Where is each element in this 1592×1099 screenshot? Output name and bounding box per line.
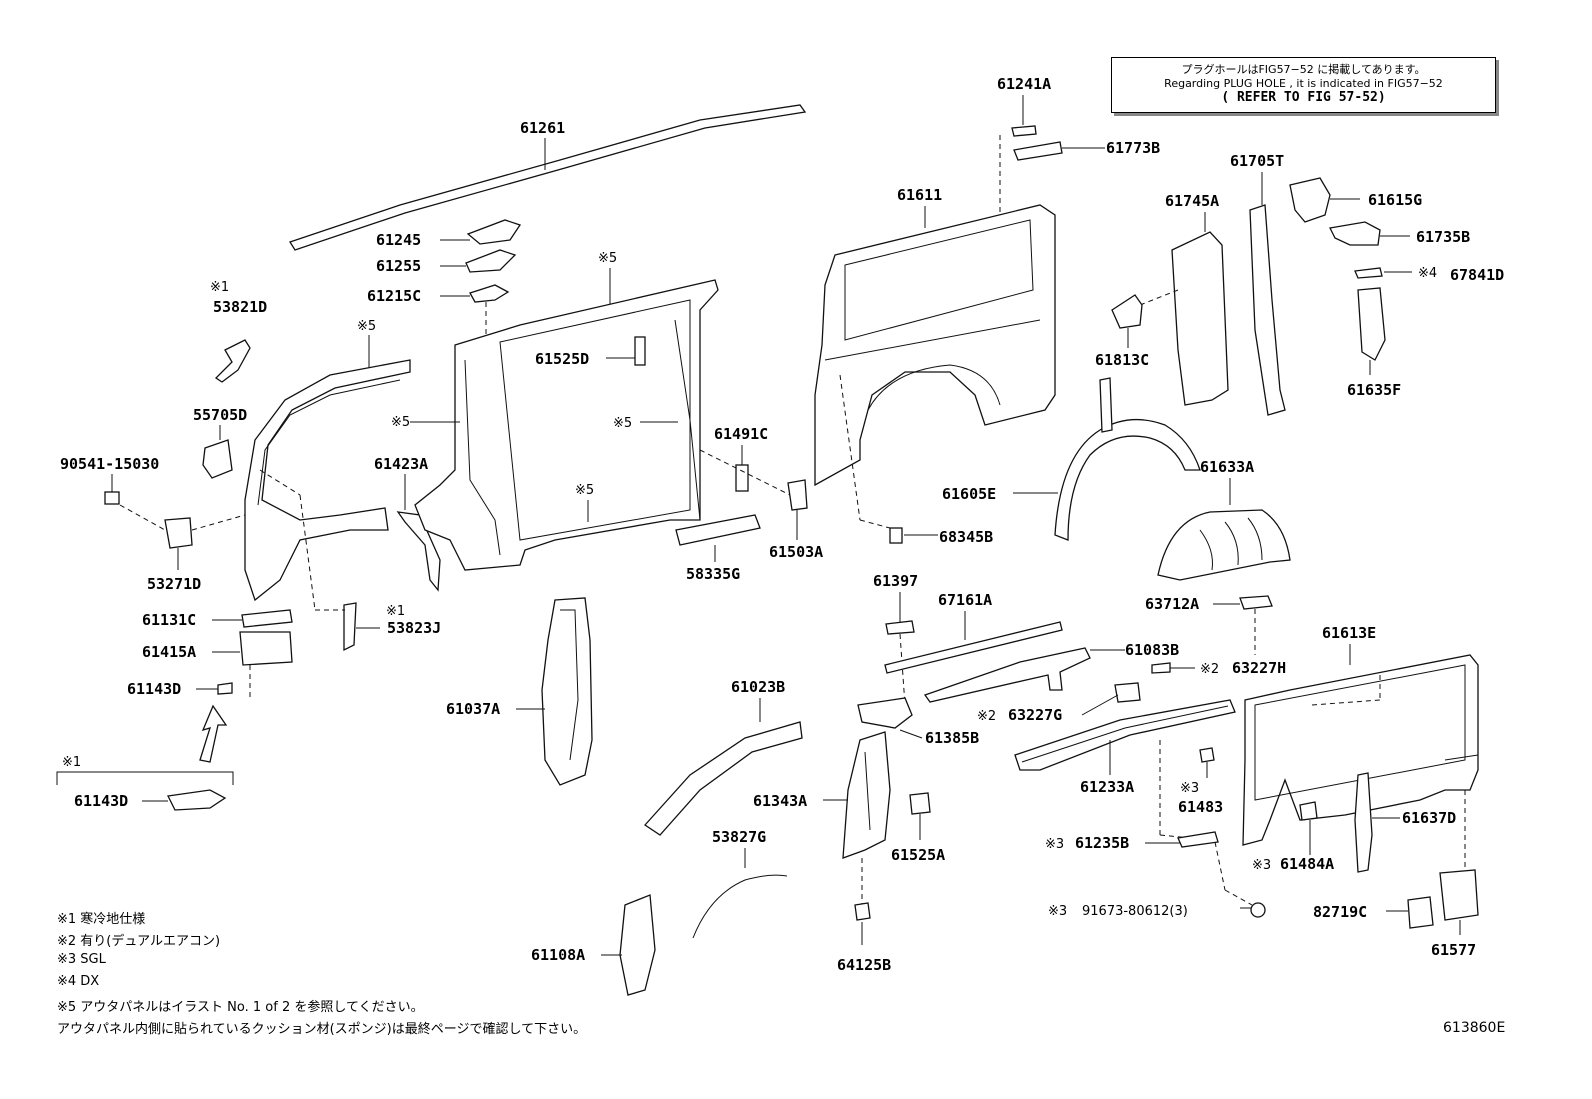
roof-molding-61261	[289, 104, 807, 251]
mark-3-61484a: ※3	[1252, 858, 1271, 873]
label-67841d: 67841D	[1450, 266, 1504, 284]
note-line-en: Regarding PLUG HOLE , it is indicated in…	[1164, 77, 1443, 90]
label-61635f: 61635F	[1347, 381, 1401, 399]
label-61261: 61261	[520, 119, 565, 137]
label-61633a: 61633A	[1200, 458, 1254, 476]
label-61415a: 61415A	[142, 643, 196, 661]
label-61525d: 61525D	[535, 350, 589, 368]
label-63712a: 63712A	[1145, 595, 1199, 613]
label-61131c: 61131C	[142, 611, 196, 629]
label-61773b: 61773B	[1106, 139, 1160, 157]
label-61397: 61397	[873, 572, 918, 590]
mark-3-61235b: ※3	[1045, 837, 1064, 852]
mark-2-63227h: ※2	[1200, 662, 1219, 677]
mark-2-63227g: ※2	[977, 709, 996, 724]
mark-5-left: ※5	[391, 415, 410, 430]
footnote-2: ※2 有り(デュアルエアコン)	[57, 934, 221, 949]
mark-5-right: ※5	[613, 416, 632, 431]
label-61233a: 61233A	[1080, 778, 1134, 796]
label-61255: 61255	[376, 257, 421, 275]
label-61491c: 61491C	[714, 425, 768, 443]
label-64125b: 64125B	[837, 956, 891, 974]
label-58335g: 58335G	[686, 565, 740, 583]
up-arrow-icon	[199, 704, 228, 763]
label-61385b: 61385B	[925, 729, 979, 747]
label-53827g: 53827G	[712, 828, 766, 846]
label-61577: 61577	[1431, 941, 1476, 959]
label-53821d: 53821D	[213, 298, 267, 316]
label-61241a: 61241A	[997, 75, 1051, 93]
label-55705d: 55705D	[193, 406, 247, 424]
label-61813c: 61813C	[1095, 351, 1149, 369]
label-68345b: 68345B	[939, 528, 993, 546]
label-91673-80612: 91673-80612(3)	[1082, 904, 1188, 919]
label-61484a: 61484A	[1280, 855, 1334, 873]
label-61037a: 61037A	[446, 700, 500, 718]
label-61423a: 61423A	[374, 455, 428, 473]
label-61215c: 61215C	[367, 287, 421, 305]
mark-5-bottom: ※5	[575, 483, 594, 498]
label-90541-15030: 90541-15030	[60, 455, 159, 473]
label-61245: 61245	[376, 231, 421, 249]
mark-1-bracket: ※1	[62, 755, 81, 770]
note-line-ref: ( REFER TO FIG 57-52)	[1221, 90, 1386, 105]
wheelhouse-cover-61633a	[1157, 509, 1291, 581]
label-61705t: 61705T	[1230, 152, 1284, 170]
note-line-jp: プラグホールはFIG57−52 に掲載してあります。	[1181, 63, 1426, 76]
mark-5-top: ※5	[598, 251, 617, 266]
label-61745a: 61745A	[1165, 192, 1219, 210]
mark-3-91673: ※3	[1048, 904, 1067, 919]
footnote-4: ※4 DX	[57, 974, 100, 989]
label-63227h: 63227H	[1232, 659, 1286, 677]
label-61611: 61611	[897, 186, 942, 204]
mark-1-53823j: ※1	[386, 604, 405, 619]
mark-4-67841d: ※4	[1418, 266, 1437, 281]
figure-code: 613860E	[1443, 1020, 1506, 1036]
label-61108a: 61108A	[531, 946, 585, 964]
label-61525a: 61525A	[891, 846, 945, 864]
center-pillar-61037a	[541, 597, 593, 786]
front-pillar-assembly	[244, 359, 411, 602]
label-61483: 61483	[1178, 798, 1223, 816]
plug-hole-note: プラグホールはFIG57−52 に掲載してあります。 Regarding PLU…	[1111, 57, 1496, 113]
rear-sill-61233a	[1014, 699, 1236, 771]
body-side-inner-panel	[414, 279, 719, 571]
label-82719c: 82719C	[1313, 903, 1367, 921]
quarter-panel-61611	[814, 204, 1056, 487]
label-61615g: 61615G	[1368, 191, 1422, 209]
mark-1-53821d: ※1	[210, 280, 229, 295]
footnote-6: アウタパネル内側に貼られているクッション材(スポンジ)は最終ページで確認して下さ…	[57, 1022, 587, 1037]
label-61503a: 61503A	[769, 543, 823, 561]
label-61605e: 61605E	[942, 485, 996, 503]
label-61083b: 61083B	[1125, 641, 1179, 659]
label-53271d: 53271D	[147, 575, 201, 593]
mark-5-pillar: ※5	[357, 319, 376, 334]
label-61235b: 61235B	[1075, 834, 1129, 852]
label-61143d-a: 61143D	[127, 680, 181, 698]
label-67161a: 67161A	[938, 591, 992, 609]
label-63227g: 63227G	[1008, 706, 1062, 724]
footnote-5: ※5 アウタパネルはイラスト No. 1 of 2 を参照してください。	[57, 1000, 424, 1015]
label-61637d: 61637D	[1402, 809, 1456, 827]
rear-inner-panel-61613e	[1242, 654, 1479, 846]
footnote-3: ※3 SGL	[57, 952, 106, 967]
label-61143d-b: 61143D	[74, 792, 128, 810]
mark-3-61483: ※3	[1180, 781, 1199, 796]
label-61735b: 61735B	[1416, 228, 1470, 246]
label-53823j: 53823J	[387, 619, 441, 637]
label-61023b: 61023B	[731, 678, 785, 696]
label-61613e: 61613E	[1322, 624, 1376, 642]
footnote-1: ※1 寒冷地仕様	[57, 912, 146, 927]
rear-pillar-61343a	[842, 731, 891, 859]
label-61343a: 61343A	[753, 792, 807, 810]
